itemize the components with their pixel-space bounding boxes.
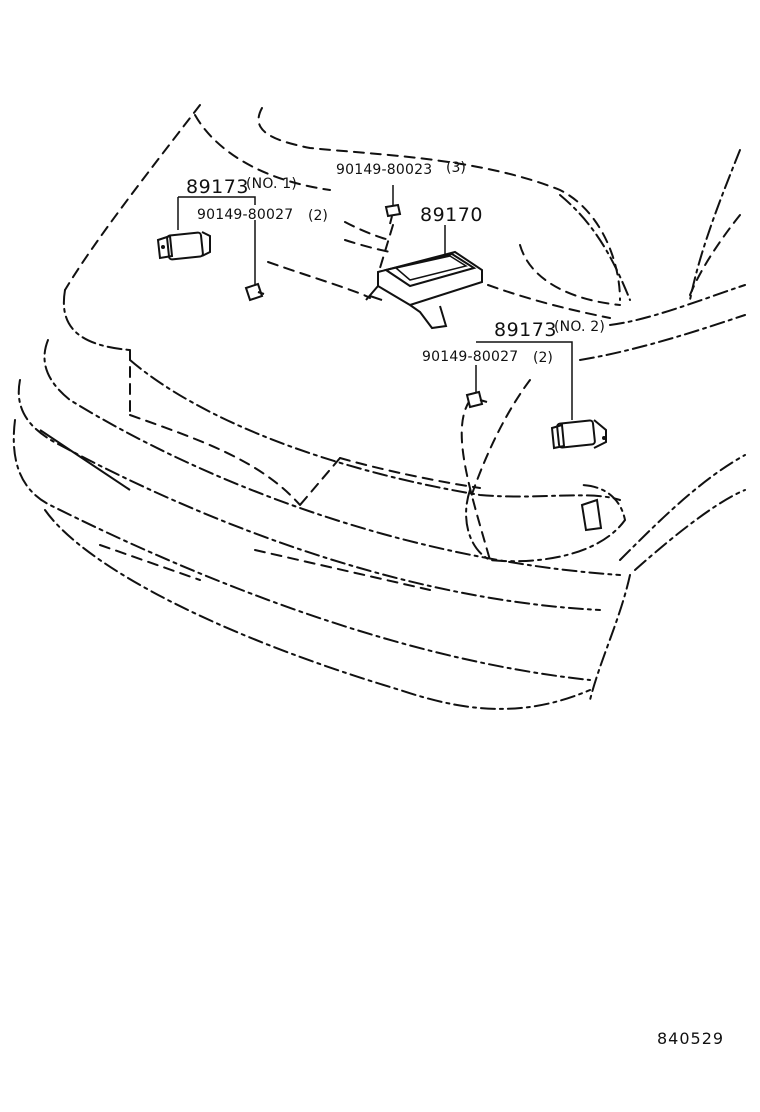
ecu-module-icon [365, 250, 483, 330]
bumper-layer-1 [43, 339, 621, 576]
bolt-right-icon [465, 390, 488, 409]
hood-crease [344, 221, 391, 241]
sensor-no2-part-number: 89173 [494, 319, 557, 341]
bumper-layer-3 [12, 419, 591, 681]
bolt-right-qty: (2) [533, 350, 553, 366]
bumper-right-edge [589, 574, 631, 701]
bolt-top-part-number: 90149-80023 [336, 162, 433, 178]
bumper-detail-1 [39, 429, 131, 491]
hood-top-curve [194, 114, 331, 191]
sensor-no2-icon [550, 419, 607, 450]
lamp-base [339, 457, 481, 489]
fog-line-2 [469, 379, 531, 501]
bolt-left-part-number: 90149-80027 [197, 207, 294, 223]
lamp-line [299, 457, 341, 506]
bumper-detail-2 [254, 549, 431, 591]
figure-reference-number: 840529 [657, 1029, 725, 1048]
hood-lower-edge [129, 414, 301, 506]
sensor-no1-qualifier: (NO. 1) [246, 176, 298, 192]
sensor-no2-qualifier: (NO. 2) [554, 319, 606, 335]
hood-edge-left [64, 104, 201, 291]
bolt-top-qty: (3) [446, 160, 466, 176]
bolt-left-qty: (2) [308, 208, 328, 224]
leader-no2 [476, 341, 573, 420]
windshield-right [689, 149, 741, 301]
bumper-detail-3 [99, 544, 201, 581]
fender-right [619, 454, 746, 561]
bolt-left-icon [244, 282, 265, 302]
hood-right-line [487, 284, 611, 319]
leader-no1 [177, 196, 256, 230]
marker-lamp [580, 498, 603, 532]
hood-rear-edge [519, 244, 621, 306]
grille-top [62, 289, 131, 351]
bolt-top-icon [384, 203, 402, 225]
a-pillar [689, 214, 741, 296]
fender-line-right [559, 194, 631, 301]
bumper-layer-2 [17, 379, 601, 611]
hood-crease-2 [344, 239, 391, 253]
cowl-curve [257, 107, 621, 301]
leader-bolt-top-dash [379, 224, 394, 269]
hood-front-line [267, 261, 371, 299]
fog-line-1 [460, 399, 491, 561]
sensor-no1-part-number: 89173 [186, 176, 249, 198]
bumper-top [129, 359, 621, 501]
fender-top-right [579, 314, 746, 361]
wheel-arch [634, 489, 746, 571]
bumper-bottom [44, 509, 591, 710]
bolt-right-part-number: 90149-80027 [422, 349, 519, 365]
headlamp-outline [465, 484, 627, 563]
hood-right-edge [609, 284, 746, 326]
sensor-no1-icon [156, 231, 211, 261]
ecu-part-number: 89170 [420, 204, 483, 226]
